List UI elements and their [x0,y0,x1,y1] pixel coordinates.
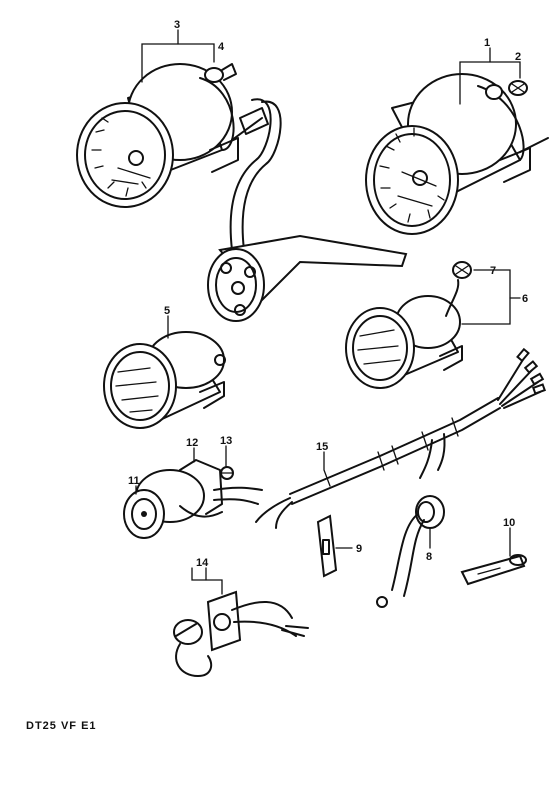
callout-3: 3 [174,19,180,31]
callout-15: 15 [316,441,328,453]
key-switch-part-11 [123,469,205,539]
bulb-socket-part-2 [508,80,528,96]
callout-10: 10 [503,517,515,529]
callout-14: 14 [196,557,209,569]
gauge-part-1 [365,73,549,235]
callout-6: 6 [522,293,528,305]
callout-8: 8 [426,551,432,563]
callout-13: 13 [220,435,232,447]
grommet-part-8 [376,495,445,608]
callout-1: 1 [484,37,490,49]
diagram-code-label: DT25 VF E1 [26,720,97,732]
wire-harness-part-15 [255,347,547,529]
bulb-socket-part-7 [452,261,472,279]
callout-numbers: 3 4 1 2 5 7 6 12 13 11 15 9 8 10 14 [128,19,528,569]
bracket-part-12 [179,459,263,518]
screw-part-13 [220,466,234,480]
remote-control-lever [207,98,408,322]
callout-9: 9 [356,543,362,555]
callout-11: 11 [128,475,140,487]
gauge-part-3 [76,63,269,208]
callout-2: 2 [515,51,521,63]
callout-4: 4 [218,41,225,53]
switch-part-14 [173,590,309,677]
callout-7: 7 [490,265,496,277]
gauge-part-5 [103,331,226,429]
callout-5: 5 [164,305,170,317]
callout-12: 12 [186,437,198,449]
bulb-socket-part-4 [204,63,237,83]
callout-leaders [135,29,521,595]
plate-part-9 [316,514,338,578]
clamp-part-10 [460,554,527,586]
gauge-part-6 [345,279,463,389]
